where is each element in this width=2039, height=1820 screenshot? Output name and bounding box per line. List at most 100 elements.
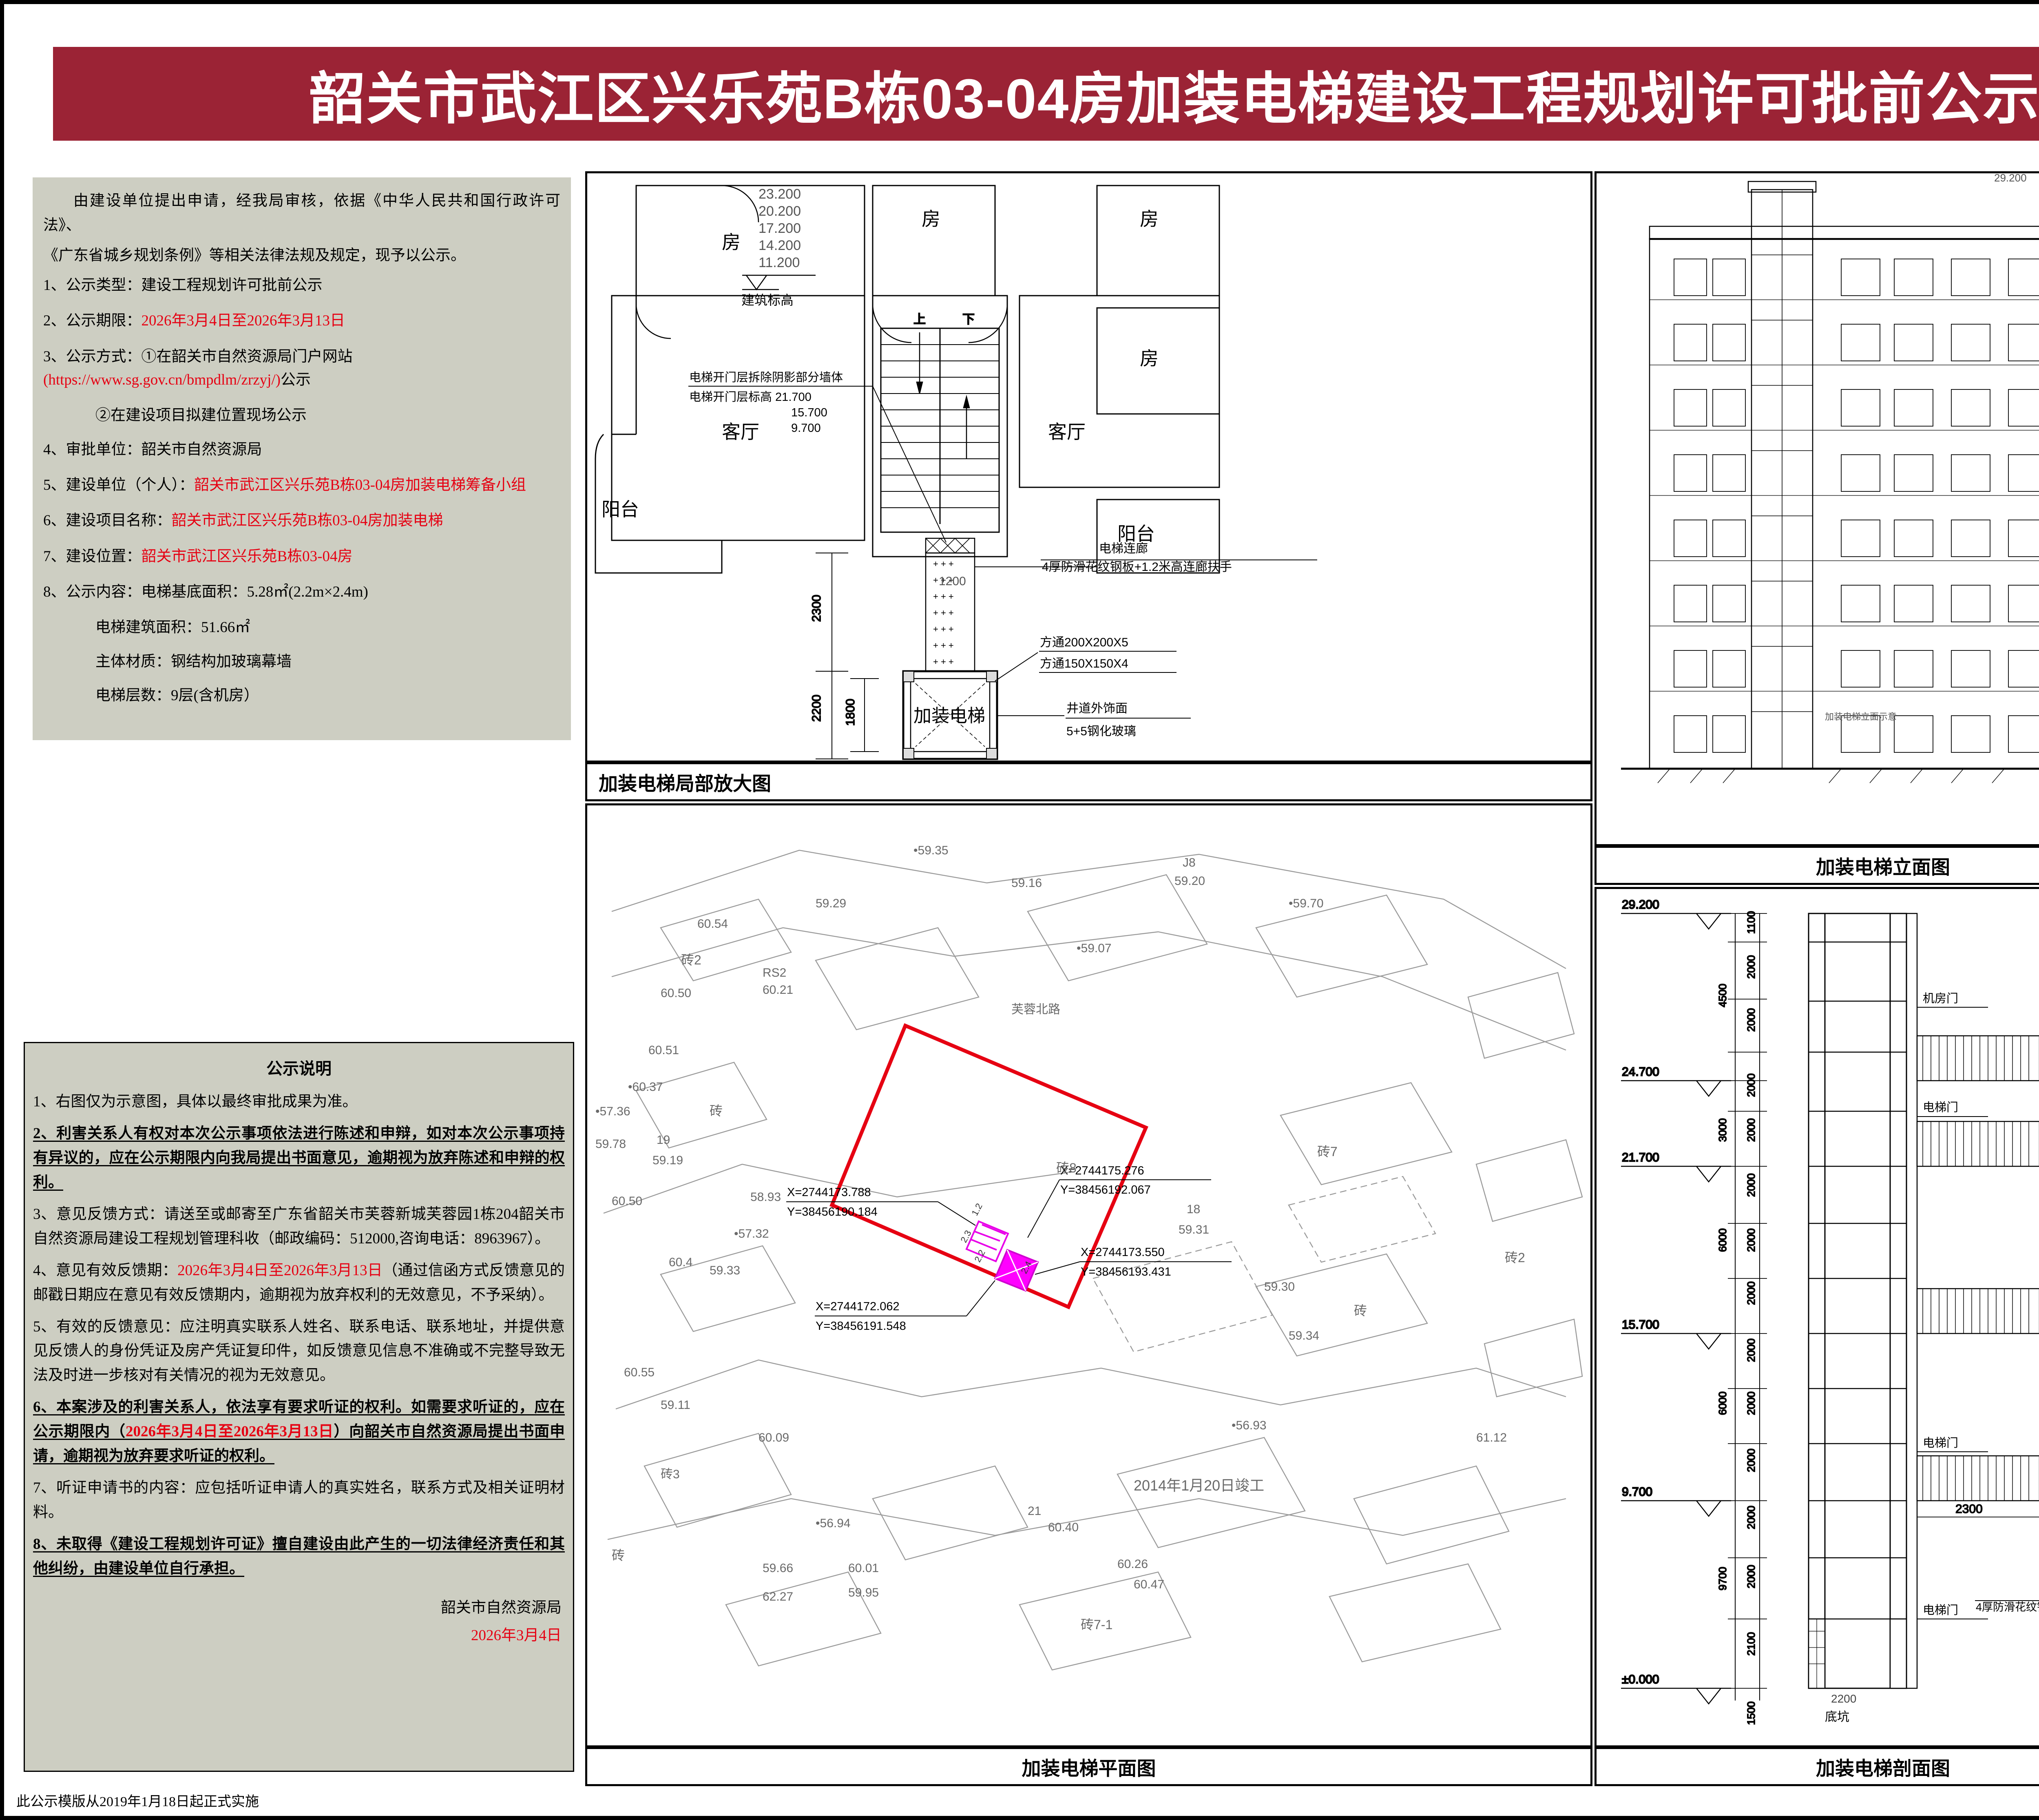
coord-4-x: X=2744172.062 [816, 1300, 900, 1313]
demolished-wall-hatch [925, 537, 975, 554]
vdim-2000-i: 2000 [1745, 1391, 1757, 1415]
detail-annotations: 电梯连廊 4厚防滑花纹钢板+1.2米高连廊扶手 方通200X200X5 方通15… [1039, 542, 1317, 738]
vdim-3000: 3000 [1716, 1118, 1729, 1142]
door-level-2: 15.700 [791, 406, 827, 419]
svg-text:60.50: 60.50 [661, 986, 691, 1000]
level-text-21700: 21.700 [1622, 1151, 1659, 1164]
room-label-fang-3: 房 [1140, 208, 1159, 230]
info-item-2-value: 2026年3月4日至2026年3月13日 [141, 312, 345, 330]
notice-line-6-date: 2026年3月4日至2026年3月13日 [126, 1423, 334, 1440]
svg-text:59.95: 59.95 [848, 1586, 879, 1599]
section-caption: 加装电梯剖面图 [1597, 1745, 2039, 1784]
room-label-fang-2: 房 [922, 208, 940, 230]
svg-text:+ + +: + + + [933, 657, 954, 667]
detail-caption-text: 加装电梯局部放大图 [599, 772, 771, 794]
level-23200: 23.200 [759, 186, 801, 202]
level-14200: 14.200 [759, 238, 801, 253]
svg-text:60.55: 60.55 [624, 1366, 655, 1379]
svg-text:59.33: 59.33 [710, 1264, 740, 1277]
elevation-caption-text: 加装电梯立面图 [1816, 856, 1950, 878]
annot-facade-note: 5+5钢化玻璃 [1066, 725, 1136, 738]
coord-4: X=2744172.062 Y=38456191.548 [815, 1280, 995, 1333]
portal-url[interactable]: (https://www.sg.gov.cn/bmpdlm/zrzyj/) [43, 371, 281, 388]
annot-corridor-note: 4厚防滑花纹钢板+1.2米高连廊扶手 [1042, 560, 1232, 574]
host-building-outline [829, 1023, 1148, 1309]
stair-down-label: 下 [962, 313, 975, 326]
svg-text:61.12: 61.12 [1476, 1431, 1507, 1444]
svg-text:砖: 砖 [710, 1103, 723, 1118]
machine-room-door-label: 机房门 [1923, 992, 1958, 1005]
svg-text:60.09: 60.09 [759, 1431, 789, 1444]
notice-explanation-box: 公示说明 1、右图仅为示意图，具体以最终审批成果为准。 2、利害关系人有权对本次… [24, 1042, 574, 1772]
corridor-dim-1200: 1200 [939, 575, 966, 588]
svg-text:RS2: RS2 [763, 966, 786, 980]
section-caption-text: 加装电梯剖面图 [1816, 1757, 1950, 1779]
svg-text:砖: 砖 [1354, 1303, 1367, 1318]
detail-drawing-caption: 加装电梯局部放大图 [587, 761, 1590, 799]
svg-text:60.26: 60.26 [1117, 1557, 1148, 1571]
info-item-5: 5、建设单位（个人）：韶关市武江区兴乐苑B栋03-04房加装电梯筹备小组 [43, 473, 560, 497]
svg-text:+ + +: + + + [933, 575, 954, 585]
small-dim-1: 1.2 [969, 1202, 984, 1218]
info-item-3-label: 3、公示方式：①在韶关市自然资源局门户网站 [43, 348, 353, 365]
svg-text:59.16: 59.16 [1011, 876, 1042, 890]
svg-text:58.93: 58.93 [750, 1190, 781, 1204]
info-item-8-sub-3: 电梯层数：9层(含机房） [95, 687, 259, 704]
svg-text:59.66: 59.66 [763, 1561, 793, 1575]
vdim-9700: 9700 [1716, 1567, 1729, 1590]
vdim-4500: 4500 [1716, 984, 1729, 1007]
door-level-label: 电梯开门层标高 21.700 [689, 390, 812, 404]
svg-text:59.19: 59.19 [652, 1154, 683, 1167]
hdim-2300: 2300 [1955, 1502, 1983, 1516]
room-label-keting-2: 客厅 [1048, 421, 1086, 442]
annot-corridor: 电梯连廊 [1099, 542, 1148, 555]
plan-caption-text: 加装电梯平面图 [1022, 1757, 1156, 1779]
vdim-2000-j: 2000 [1745, 1448, 1757, 1472]
door-level-3: 9.700 [791, 422, 821, 435]
notice-heading: 公示说明 [266, 1060, 332, 1078]
elevator-door-label-1: 电梯门 [1923, 1101, 1958, 1114]
info-item-7-value: 韶关市武江区兴乐苑B栋03-04房 [141, 548, 353, 565]
stair-up-label: 上 [913, 313, 926, 326]
svg-text:62.27: 62.27 [763, 1590, 793, 1603]
info-item-8-sub-2: 主体材质：钢结构加玻璃幕墙 [95, 653, 292, 670]
elevator-site-plan-drawing: X=2744175.276 Y=38456192.067 X=2744173.7… [585, 803, 1592, 1786]
left-information-column: 由建设单位提出申请，经我局审核，依据《中华人民共和国行政许可法》、 《广东省城乡… [16, 171, 583, 1786]
elevator-section-drawing: 29.200 24.700 21.700 15.700 [1594, 887, 2039, 1786]
dim-2300: 2300 [810, 595, 823, 622]
svg-text:+ + +: + + + [933, 591, 954, 602]
info-item-8-sub-1: 电梯建筑面积：51.66㎡ [95, 619, 250, 636]
level-21700: 21.700 [1621, 1150, 1731, 1183]
svg-text:60.47: 60.47 [1134, 1578, 1164, 1591]
vdim-2000-e: 2000 [1745, 1173, 1757, 1197]
svg-text:砖3: 砖3 [661, 1468, 680, 1481]
vdim-6000-a: 6000 [1716, 1228, 1729, 1252]
pit-label: 底坑 [1825, 1710, 1849, 1724]
annot-tube-200: 方通200X200X5 [1040, 636, 1128, 649]
elevation-caption: 加装电梯立面图 [1597, 844, 2039, 883]
level-17200: 17.200 [759, 221, 801, 236]
level-20200: 20.200 [759, 203, 801, 219]
notice-line-2: 2、利害关系人有权对本次公示事项依法进行陈述和申辩，如对本次公示事项持有异议的，… [33, 1125, 565, 1191]
elevator-elevation-drawing: 加装电梯立面示意 29.200 加装电梯立面图 [1594, 171, 2039, 885]
notice-line-4: 4、意见有效反馈期：2026年3月4日至2026年3月13日（通过信函方式反馈意… [33, 1258, 565, 1307]
vdim-2000-d: 2000 [1745, 1118, 1757, 1142]
vdim-6000-b: 6000 [1716, 1391, 1729, 1415]
notice-line-4-head: 4、意见有效反馈期： [33, 1262, 178, 1279]
vdim-2000-h: 2000 [1745, 1338, 1757, 1362]
elevation-top-level: 29.200 [1994, 173, 2027, 184]
svg-text:•59.70: •59.70 [1289, 897, 1324, 910]
level-text-0000: ±0.000 [1622, 1673, 1659, 1686]
svg-text:60.54: 60.54 [697, 917, 728, 931]
coord-2-x: X=2744173.788 [787, 1186, 871, 1199]
svg-text:59.30: 59.30 [1264, 1280, 1295, 1294]
svg-text:•59.35: •59.35 [913, 844, 949, 857]
vdim-2000-a: 2000 [1745, 955, 1757, 979]
elevator-door-label-3: 电梯门 [1923, 1603, 1958, 1617]
info-item-2-label: 2、公示期限： [43, 312, 142, 330]
room-label-keting-1: 客厅 [722, 421, 759, 442]
svg-text:砖8: 砖8 [1056, 1161, 1077, 1175]
building-level-label: 建筑标高 [741, 293, 794, 307]
info-item-6-label: 6、建设项目名称： [43, 512, 172, 529]
